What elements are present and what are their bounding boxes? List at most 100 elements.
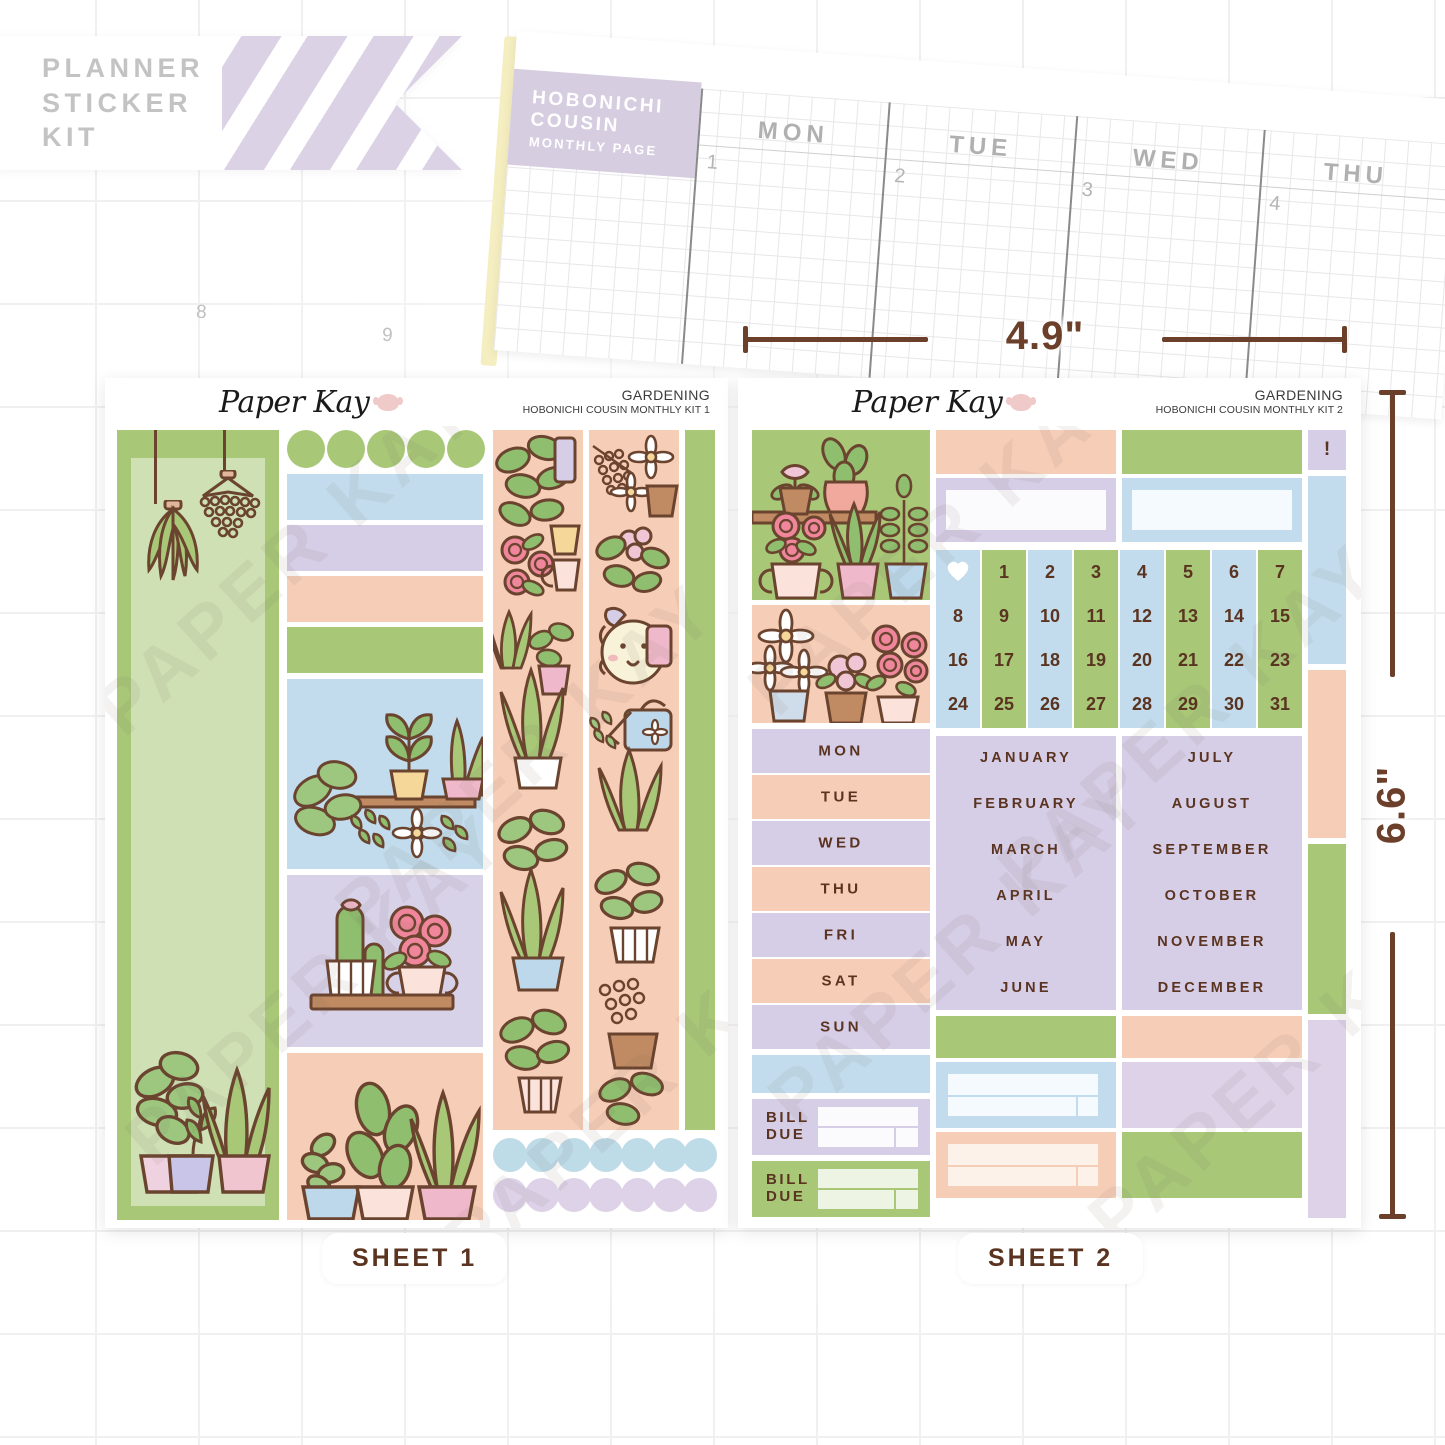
dot-sticker[interactable] <box>653 1138 687 1172</box>
writebox-inner[interactable] <box>1132 490 1292 530</box>
calendar-number[interactable]: 7 <box>1274 562 1285 582</box>
calendar-number[interactable]: 21 <box>1177 650 1199 670</box>
plant-scene-lavender-box[interactable] <box>287 875 483 1047</box>
writebox-sticker-blue-bottom[interactable] <box>936 1062 1116 1128</box>
weekday-sticker-mon[interactable]: MON <box>752 729 930 773</box>
calendar-number[interactable]: 2 <box>1044 562 1055 582</box>
calendar-number[interactable]: 24 <box>947 694 969 714</box>
header-bar-peach-bottom[interactable] <box>1122 1016 1302 1058</box>
calendar-number[interactable]: 10 <box>1039 606 1061 626</box>
calendar-number[interactable]: 27 <box>1085 694 1107 714</box>
weekday-sticker-wed[interactable]: WED <box>752 821 930 865</box>
bill-due-sticker-green[interactable]: BILL DUE <box>752 1161 930 1217</box>
heart-sticker-icon[interactable] <box>946 560 970 587</box>
calendar-column[interactable] <box>1028 550 1072 728</box>
flag-strip-blue[interactable] <box>1308 476 1346 664</box>
calendar-column[interactable] <box>1074 550 1118 728</box>
calendar-number[interactable]: 14 <box>1223 606 1245 626</box>
dot-sticker[interactable] <box>493 1178 527 1212</box>
header-bar-green-bottom[interactable] <box>936 1016 1116 1058</box>
plant-scene-blue-box[interactable] <box>287 679 483 869</box>
dot-sticker[interactable] <box>589 1138 623 1172</box>
flag-strip-lavender[interactable] <box>1308 1020 1346 1218</box>
dot-sticker[interactable] <box>493 1138 527 1172</box>
writebox-sticker-blue[interactable] <box>1122 478 1302 542</box>
dot-sticker[interactable] <box>367 430 405 468</box>
calendar-column[interactable] <box>1258 550 1302 728</box>
dot-sticker[interactable] <box>557 1138 591 1172</box>
calendar-number[interactable]: 8 <box>952 606 963 626</box>
dot-sticker[interactable] <box>683 1138 717 1172</box>
calendar-number[interactable]: 23 <box>1269 650 1291 670</box>
month-label[interactable]: AUGUST <box>1171 796 1253 812</box>
calendar-number[interactable]: 16 <box>947 650 969 670</box>
header-bar-blue[interactable] <box>287 474 483 520</box>
month-label[interactable]: JUNE <box>1000 980 1052 996</box>
month-sticker-column-right[interactable]: JULY AUGUST SEPTEMBER OCTOBER NOVEMBER D… <box>1122 736 1302 1010</box>
flag-strip-green[interactable] <box>1308 844 1346 1014</box>
dot-sticker[interactable] <box>525 1178 559 1212</box>
calendar-number[interactable]: 13 <box>1177 606 1199 626</box>
calendar-column[interactable] <box>1212 550 1256 728</box>
weekday-sticker-sat[interactable]: SAT <box>752 959 930 1003</box>
note-block-lavender[interactable] <box>1122 1062 1302 1128</box>
month-label[interactable]: MARCH <box>991 842 1061 858</box>
calendar-column[interactable] <box>1166 550 1210 728</box>
dot-sticker[interactable] <box>653 1178 687 1212</box>
calendar-number[interactable]: 1 <box>998 562 1009 582</box>
calendar-number[interactable]: 30 <box>1223 694 1245 714</box>
calendar-number[interactable]: 26 <box>1039 694 1061 714</box>
calendar-column[interactable] <box>1120 550 1164 728</box>
note-bar-blue[interactable] <box>752 1055 930 1093</box>
calendar-number[interactable]: 4 <box>1136 562 1147 582</box>
calendar-number[interactable]: 18 <box>1039 650 1061 670</box>
calendar-number[interactable]: 5 <box>1182 562 1193 582</box>
calendar-number[interactable]: 31 <box>1269 694 1291 714</box>
calendar-number[interactable]: 12 <box>1131 606 1153 626</box>
calendar-number[interactable]: 6 <box>1228 562 1239 582</box>
dot-sticker[interactable] <box>621 1138 655 1172</box>
calendar-number[interactable]: 20 <box>1131 650 1153 670</box>
calendar-column[interactable] <box>982 550 1026 728</box>
header-bar-peach[interactable] <box>287 576 483 622</box>
month-label[interactable]: DECEMBER <box>1157 980 1267 996</box>
month-label[interactable]: NOVEMBER <box>1157 934 1267 950</box>
note-block-green[interactable] <box>1122 1132 1302 1198</box>
writebox-inner[interactable] <box>946 490 1106 530</box>
calendar-number[interactable]: 22 <box>1223 650 1245 670</box>
header-bar-green-top[interactable] <box>1122 430 1302 474</box>
dot-sticker-row-lavender[interactable] <box>493 1178 717 1214</box>
calendar-number[interactable]: 19 <box>1085 650 1107 670</box>
calendar-number-sticker-grid[interactable]: 1 2 3 4 5 6 7 8 9 10 11 12 13 14 15 16 1… <box>936 550 1302 728</box>
calendar-number[interactable]: 25 <box>993 694 1015 714</box>
washi-strip-hanging-plants[interactable] <box>117 430 279 1220</box>
washi-strip-plants-b[interactable] <box>589 430 679 1130</box>
weekday-sticker-tue[interactable]: TUE <box>752 775 930 819</box>
month-label[interactable]: JULY <box>1187 750 1237 766</box>
header-bar-green[interactable] <box>287 627 483 673</box>
writebox-sticker-lavender[interactable] <box>936 478 1116 542</box>
dot-sticker[interactable] <box>287 430 325 468</box>
dot-sticker[interactable] <box>447 430 485 468</box>
header-bar-lavender[interactable] <box>287 525 483 571</box>
plant-scene-peach-box[interactable] <box>287 1053 483 1220</box>
header-bar-peach-top[interactable] <box>936 430 1116 474</box>
month-label[interactable]: APRIL <box>996 888 1056 904</box>
month-label[interactable]: OCTOBER <box>1164 888 1260 904</box>
month-label[interactable]: MAY <box>1005 934 1047 950</box>
weekday-sticker-sun[interactable]: SUN <box>752 1005 930 1049</box>
calendar-number[interactable]: 3 <box>1090 562 1101 582</box>
calendar-number[interactable]: 28 <box>1131 694 1153 714</box>
flower-scene-peach-box[interactable] <box>752 605 930 723</box>
flag-strip-peach[interactable] <box>1308 670 1346 838</box>
washi-strip-plants-a[interactable] <box>493 430 583 1130</box>
calendar-number[interactable]: 11 <box>1086 606 1106 626</box>
dot-sticker[interactable] <box>621 1178 655 1212</box>
dot-sticker-row-blue[interactable] <box>493 1138 717 1174</box>
month-sticker-column-left[interactable]: JANUARY FEBRUARY MARCH APRIL MAY JUNE <box>936 736 1116 1010</box>
weekday-sticker-fri[interactable]: FRI <box>752 913 930 957</box>
calendar-number[interactable]: 17 <box>993 650 1015 670</box>
calendar-number[interactable]: 15 <box>1269 606 1291 626</box>
accent-strip-green-right[interactable] <box>685 430 715 1130</box>
dot-sticker[interactable] <box>557 1178 591 1212</box>
